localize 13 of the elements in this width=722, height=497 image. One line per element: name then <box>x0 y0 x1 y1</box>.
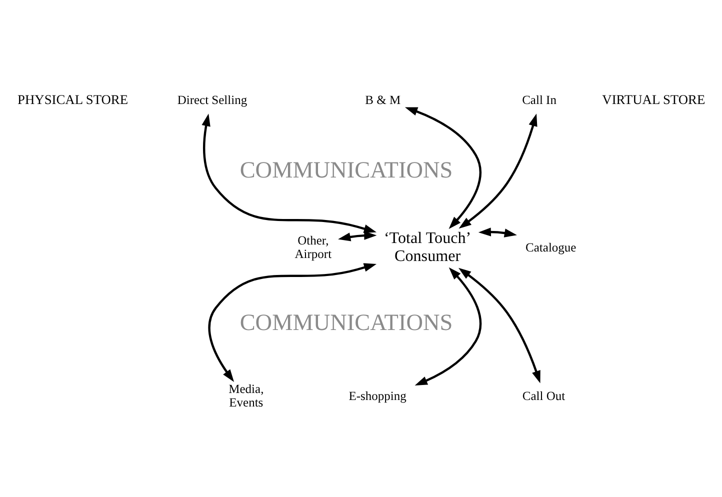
node-text: E-shopping <box>348 388 406 402</box>
node-text: ‘Total Touch’ Consumer <box>384 230 472 264</box>
node-text: Direct Selling <box>177 92 248 106</box>
label: PHYSICAL STORE <box>18 91 128 106</box>
node-text: Call In <box>522 92 556 106</box>
node-text: Call Out <box>522 388 566 402</box>
node-text: Other, Airport <box>294 233 332 261</box>
node-text: B & M <box>365 92 401 106</box>
label: COMMUNICATIONS <box>240 310 453 336</box>
label: COMMUNICATIONS <box>240 156 453 183</box>
node-text: Media, Events <box>228 382 264 409</box>
label: VIRTUAL STORE <box>602 91 706 106</box>
node-text: Catalogue <box>526 240 576 254</box>
